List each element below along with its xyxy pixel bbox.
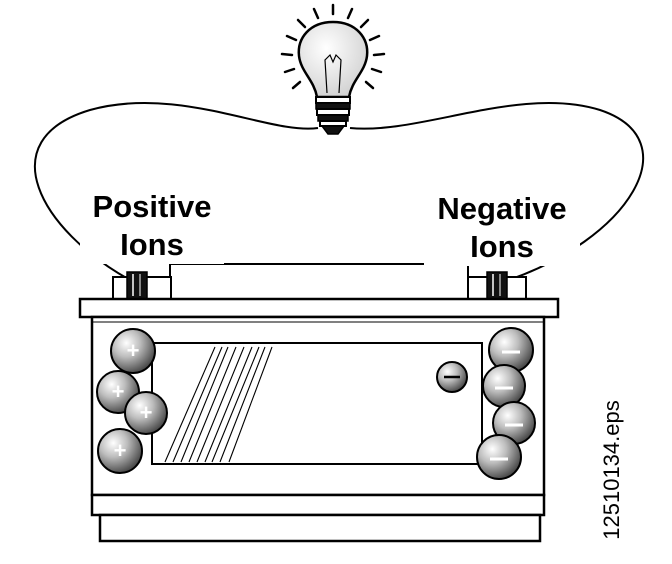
positive-ion: + bbox=[110, 328, 156, 374]
positive-terminal bbox=[112, 271, 172, 300]
positive-ions-label: Positive Ions bbox=[80, 188, 224, 264]
battery-base-bottom bbox=[98, 513, 542, 543]
positive-ion: + bbox=[124, 391, 168, 435]
moving-ion bbox=[436, 361, 468, 393]
negative-label-line2: Ions bbox=[470, 229, 534, 264]
reflection-hatching bbox=[164, 346, 273, 463]
negative-ions-label: Negative Ions bbox=[424, 190, 580, 266]
battery-base-top bbox=[90, 493, 546, 517]
bulb-rays bbox=[280, 3, 386, 90]
wire-loop bbox=[33, 101, 645, 283]
battery-top-cover bbox=[169, 263, 469, 300]
negative-ion bbox=[476, 434, 522, 480]
file-name-label: 12510134.eps bbox=[599, 400, 624, 540]
svg-text:+: + bbox=[127, 338, 140, 363]
negative-ion bbox=[482, 364, 526, 408]
negative-terminal bbox=[467, 271, 527, 300]
light-bulb-icon bbox=[297, 20, 369, 135]
positive-ions: + + + + bbox=[96, 328, 168, 474]
battery-window bbox=[151, 342, 483, 465]
negative-ions bbox=[476, 327, 536, 480]
svg-text:+: + bbox=[112, 379, 125, 404]
negative-label-line1: Negative bbox=[437, 191, 567, 226]
positive-label-line2: Ions bbox=[120, 227, 184, 262]
positive-label-line1: Positive bbox=[92, 189, 212, 224]
positive-ion: + bbox=[97, 428, 143, 474]
battery-lid bbox=[78, 297, 560, 319]
svg-text:+: + bbox=[140, 400, 153, 425]
svg-text:+: + bbox=[114, 438, 127, 463]
